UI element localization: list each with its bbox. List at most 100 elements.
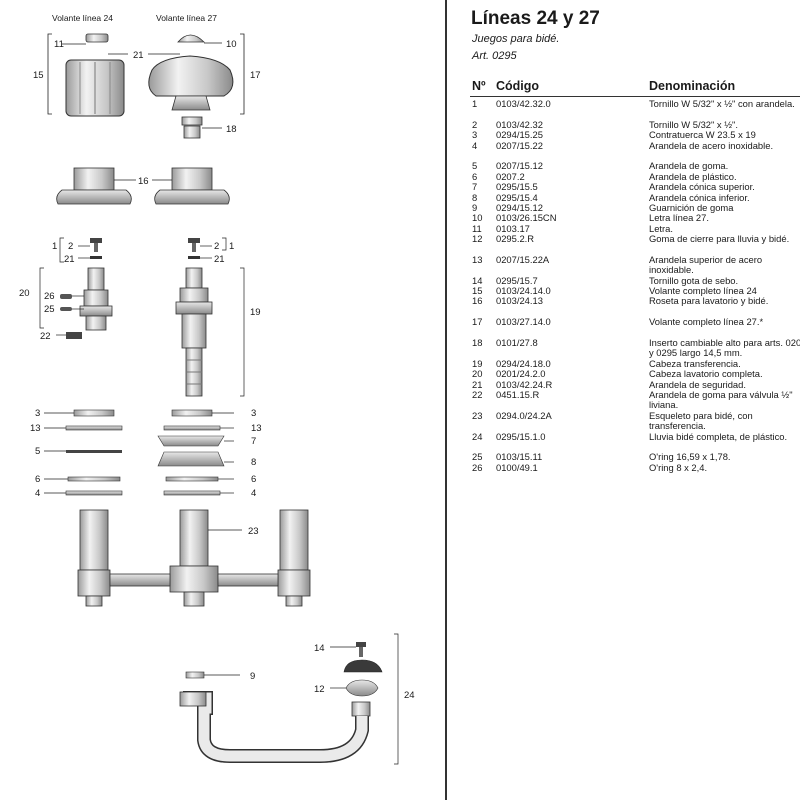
- callout-13-left: 13: [30, 423, 41, 434]
- washer-stack: [65, 409, 225, 496]
- part-code: 0207/15.22A: [496, 253, 550, 265]
- callout-15: 15: [33, 70, 44, 81]
- callout-5-left: 5: [35, 446, 40, 457]
- callout-6-left: 6: [35, 474, 40, 485]
- rosette-part: [56, 167, 230, 205]
- callout-9: 9: [250, 671, 255, 682]
- bidet-body-frame: [77, 509, 311, 607]
- part-number: 23: [472, 409, 483, 421]
- part-code: 0103/24.14.0: [496, 285, 551, 297]
- header-name: Denominación: [649, 79, 736, 93]
- part-name: Arandela de goma.: [649, 160, 729, 172]
- part-number: 1: [472, 98, 478, 109]
- part-number: 4: [472, 139, 478, 151]
- callout-23: 23: [248, 526, 259, 537]
- callout-3-left: 3: [35, 408, 40, 419]
- spray-assembly: [179, 642, 383, 763]
- part-code: 0207.2: [496, 170, 525, 182]
- callout-20: 20: [19, 288, 30, 299]
- part-name: Arandela cónica superior.: [649, 181, 755, 193]
- table-row: 25 0103/15.11 O'ring 16,59 x 1,78.: [470, 451, 800, 463]
- part-code: 0101/27.8: [496, 337, 538, 349]
- part-name: Letra línea 27.: [649, 212, 709, 224]
- part-name: Inserto cambiable alto para arts. 0207 y…: [649, 337, 800, 359]
- part-code: 0294.0/24.2A: [496, 409, 552, 421]
- callout-19: 19: [250, 307, 261, 318]
- handle-24-heading: Volante línea 24: [52, 13, 113, 23]
- callout-7-right: 7: [251, 436, 256, 447]
- part-code: 0103/42.32.0: [496, 98, 551, 109]
- part-number: 6: [472, 170, 478, 182]
- part-number: 17: [472, 316, 483, 328]
- callout-21-right: 21: [214, 254, 225, 265]
- callout-18: 18: [226, 124, 237, 135]
- part-number: 14: [472, 274, 483, 286]
- part-name: Arandela de goma para válvula ½" liviana…: [649, 389, 793, 411]
- part-code: 0103/42.24.R: [496, 378, 553, 390]
- screw-part: [90, 238, 200, 259]
- callout-21-left: 21: [64, 254, 75, 265]
- part-number: 10: [472, 212, 483, 224]
- part-number: 7: [472, 181, 478, 193]
- part-name: Arandela de plástico.: [649, 170, 737, 182]
- valve-head-left: [60, 267, 113, 339]
- part-number: 3: [472, 129, 478, 141]
- header-rule: [470, 96, 800, 97]
- part-code: 0295/15.4: [496, 191, 538, 203]
- part-name: Goma de cierre para lluvia y bidé.: [649, 233, 790, 245]
- table-header: Nº Código Denominación: [470, 79, 800, 95]
- part-code: 0294/15.25: [496, 129, 543, 141]
- exploded-diagram: Volante línea 24 Volante línea 27 11 21: [19, 13, 415, 765]
- part-name: Arandela superior de acero inoxidable.: [649, 253, 763, 276]
- callout-24: 24: [404, 690, 415, 701]
- part-name: Roseta para lavatorio y bidé.: [649, 295, 769, 307]
- part-number: 22: [472, 389, 483, 401]
- part-number: 20: [472, 368, 483, 380]
- handle-27-part: [148, 34, 234, 139]
- part-code: 0103/42.32: [496, 118, 543, 130]
- callout-21: 21: [133, 50, 144, 61]
- part-number: 11: [472, 222, 482, 234]
- part-name: Volante completo línea 27.*: [649, 316, 764, 328]
- part-code: 0294/15.12: [496, 201, 543, 213]
- parts-panel: Líneas 24 y 27 Juegos para bidé. Art. 02…: [450, 0, 800, 800]
- callout-4-right: 4: [251, 488, 256, 499]
- part-name: Cabeza transferencia.: [649, 357, 741, 369]
- callout-26: 26: [44, 291, 55, 302]
- part-name: Arandela de seguridad.: [649, 378, 746, 390]
- part-code: 0201/24.2.0: [496, 368, 546, 380]
- part-code: 0295/15.5: [496, 181, 538, 193]
- part-name: Arandela de acero inoxidable.: [649, 139, 774, 151]
- part-number: 5: [472, 160, 478, 172]
- callout-1-right: 1: [229, 241, 234, 252]
- part-name: Tornillo W 5/32" x ½".: [649, 118, 738, 130]
- part-name: Guarnición de goma: [649, 201, 734, 213]
- header-code: Código: [496, 79, 540, 93]
- part-number: 9: [472, 201, 478, 213]
- part-name: Volante completo línea 24: [649, 285, 757, 297]
- part-number: 25: [472, 451, 483, 463]
- part-code: 0295/15.1.0: [496, 430, 546, 442]
- part-name: Tornillo W 5/32" x ½" con arandela.: [649, 98, 795, 109]
- part-number: 24: [472, 430, 483, 442]
- part-code: 0295/15.7: [496, 274, 538, 286]
- part-code: 0103/15.11: [496, 451, 543, 463]
- part-name: O'ring 16,59 x 1,78.: [649, 451, 731, 463]
- parts-table: 1 0103/42.32.0 Tornillo W 5/32" x ½" con a…: [470, 98, 800, 473]
- part-code: 0100/49.1: [496, 461, 538, 473]
